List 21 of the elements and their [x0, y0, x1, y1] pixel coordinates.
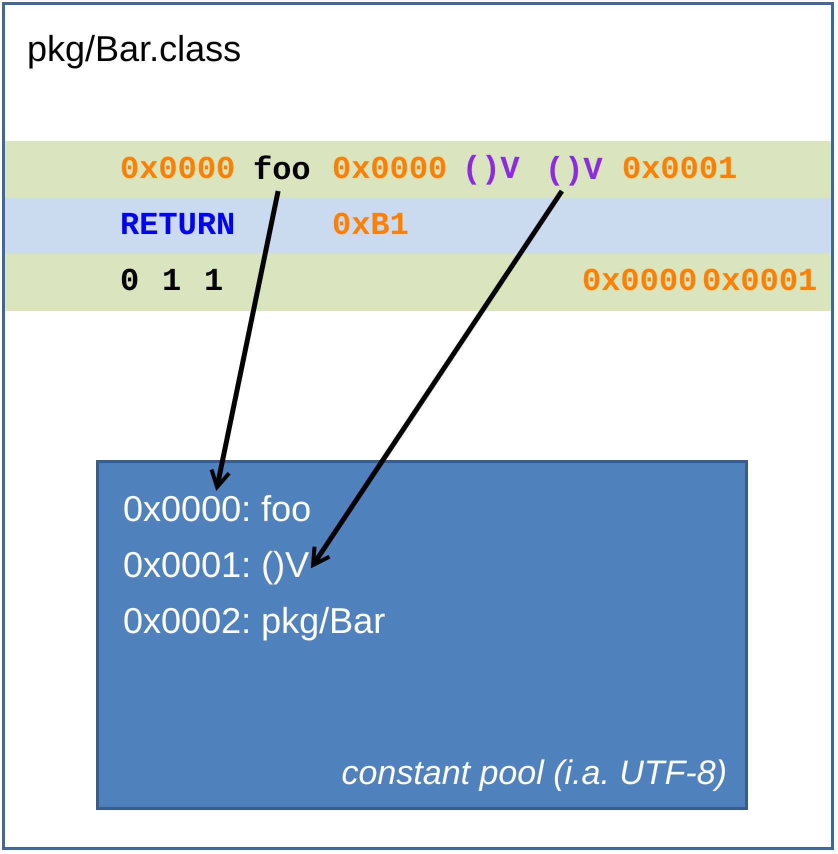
bytecode-token: 0x0001: [702, 264, 818, 300]
bytecode-token: 0x0000: [582, 264, 698, 300]
bytecode-token: ()V: [462, 152, 520, 188]
bytecode-token: 0: [120, 264, 140, 300]
constant-pool-box: [96, 460, 748, 810]
arrow: [210, 190, 281, 489]
pool-entry: 0x0002: pkg/Bar: [123, 599, 386, 643]
bytecode-token: 0x0000: [332, 152, 448, 188]
bytecode-token: 1: [204, 264, 224, 300]
bytecode-token: RETURN: [120, 208, 236, 244]
method-descriptor: ()V: [545, 153, 603, 189]
bytecode-token: 0x0001: [622, 152, 738, 188]
arrow: [311, 190, 564, 567]
pool-entry: 0x0000: foo: [123, 487, 312, 531]
bytecode-token: 1: [162, 264, 182, 300]
file-title: pkg/Bar.class: [27, 27, 242, 71]
method-name: foo: [253, 153, 311, 189]
pool-entry: 0x0001: ()V: [123, 543, 310, 587]
bytecode-token: 0x0000: [120, 152, 236, 188]
pool-caption: constant pool (i.a. UTF-8): [342, 753, 727, 793]
bytecode-token: 0xB1: [332, 208, 409, 244]
